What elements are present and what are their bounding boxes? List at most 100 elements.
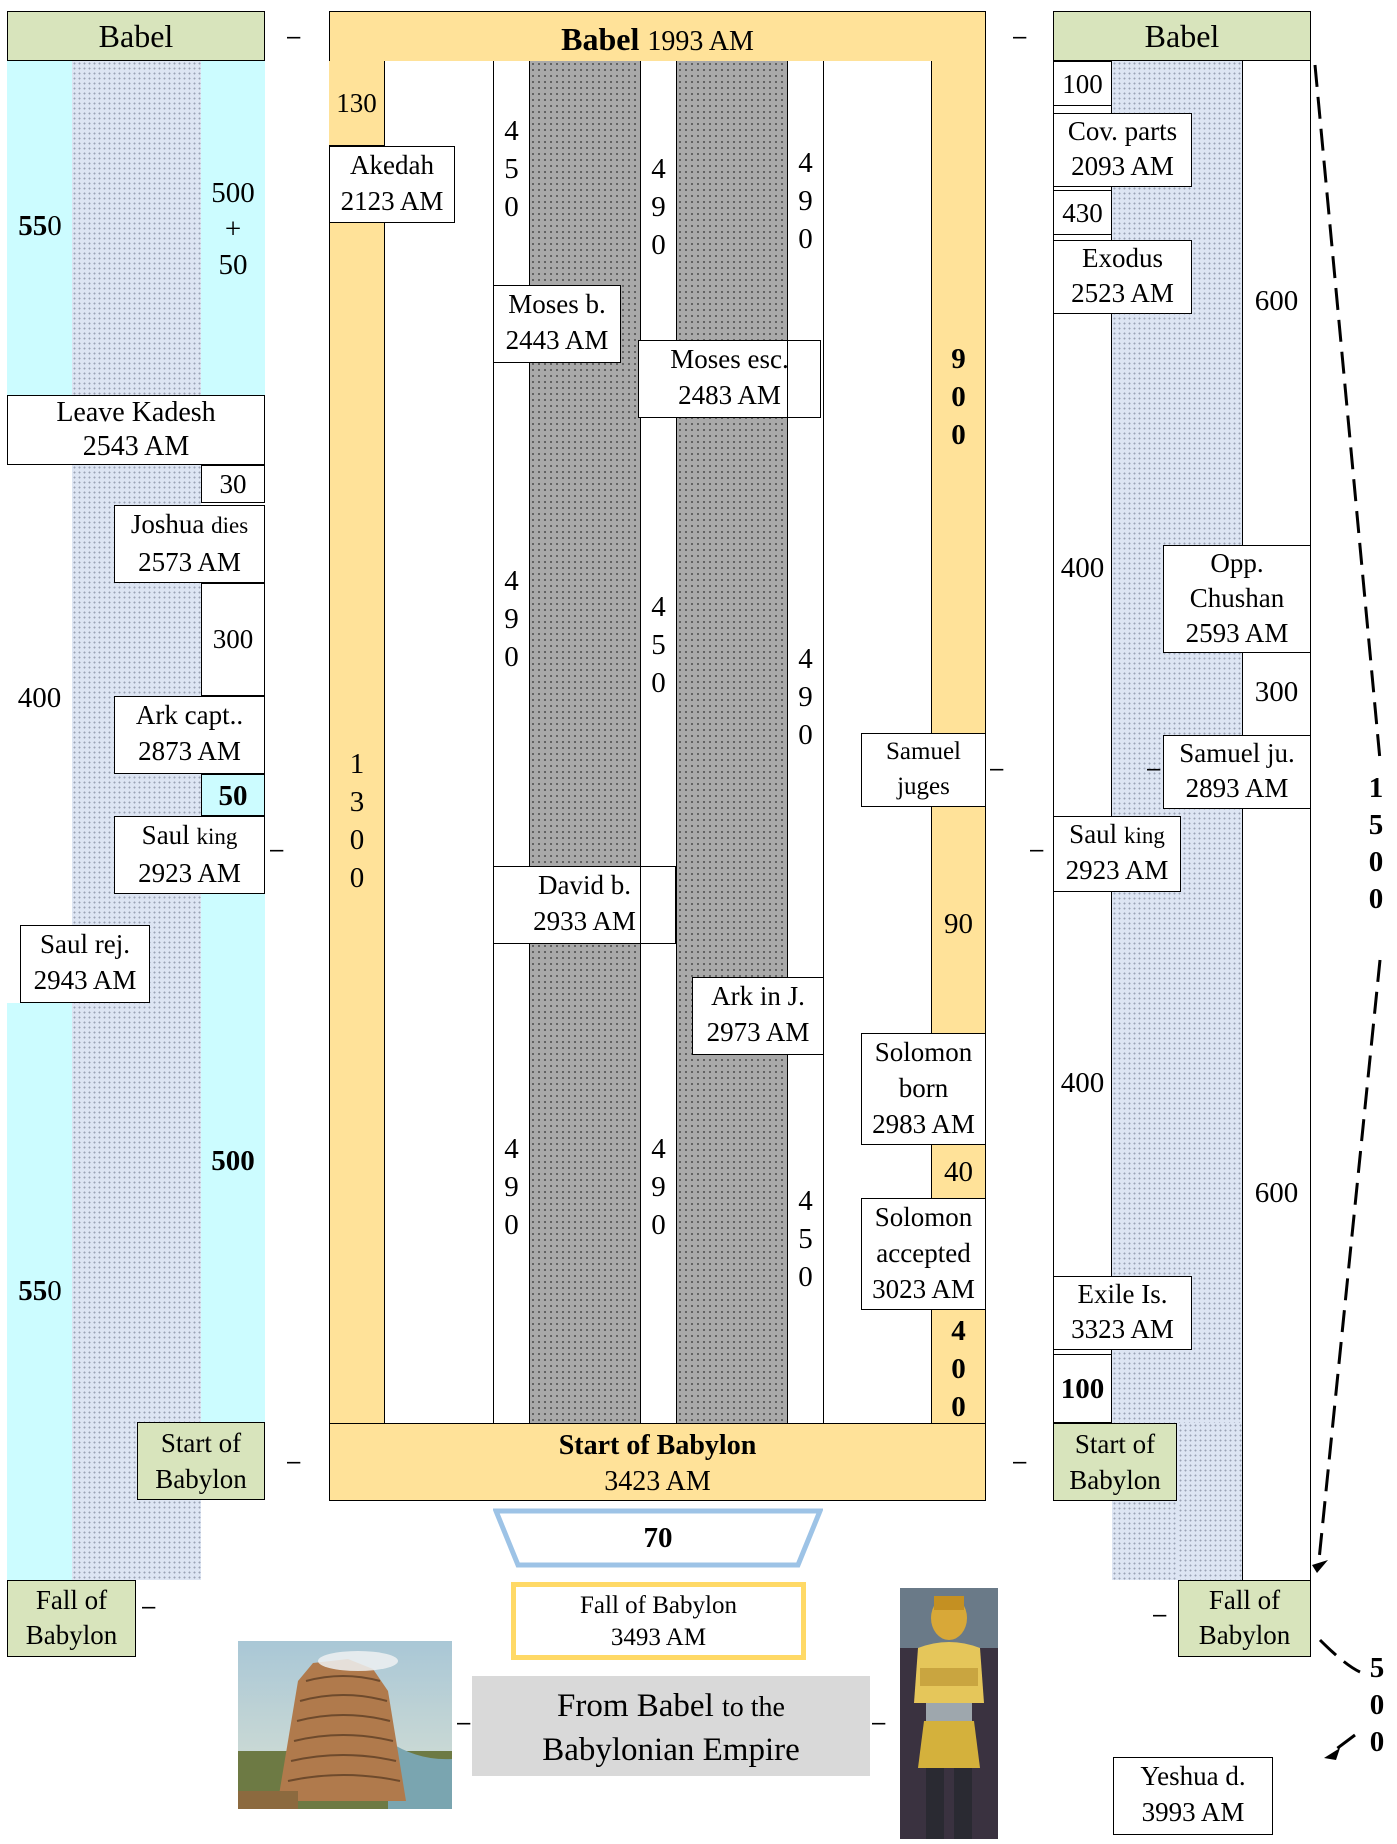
center-grey-col-1 [530, 61, 640, 1423]
arrow-dash-to-yeshua [1334, 1733, 1356, 1752]
chushan-label: Chushan [1189, 583, 1285, 613]
center-moses-b: Moses b. 2443 AM [493, 285, 621, 363]
center-ark-in-j: Ark in J. 2973 AM [692, 977, 824, 1055]
akedah-year: 2123 AM [340, 186, 444, 216]
right-600-top: 600 [1254, 285, 1299, 317]
center-footer-year: 3423 AM [604, 1466, 711, 1497]
tick-center-samuel: – [990, 755, 1004, 782]
left-30: 30 [201, 465, 265, 503]
arrow-dash-upper [1313, 64, 1382, 761]
center-moses-esc: Moses esc. 2483 AM [638, 340, 821, 418]
tick-left-start: – [287, 1448, 301, 1475]
ark-in-j-year: 2973 AM [706, 1017, 810, 1047]
center-samuel-juges: Samuel juges [861, 733, 986, 807]
col2-bot-d3: 0 [651, 1209, 666, 1241]
statue-svg [900, 1588, 998, 1839]
exodus-year: 2523 AM [1071, 278, 1174, 308]
left-550-bot: 550 [10, 1275, 70, 1307]
arrow-dash-lower [1317, 959, 1382, 1561]
center-grey-col-2 [677, 61, 787, 1423]
opp-label: Opp. [1210, 548, 1264, 578]
left-joshua-dies: Joshua dies 2573 AM [114, 505, 265, 583]
right-fall-babylon: Fall of Babylon [1178, 1580, 1311, 1657]
right-header-label: Babel [1144, 18, 1220, 54]
left-500-label: 500 [211, 177, 255, 209]
right-500: 5 0 0 [1360, 1650, 1394, 1761]
tick-caption-left: – [457, 1709, 471, 1736]
col1-bot-d3: 0 [504, 1209, 519, 1241]
right-100-top: 100 [1053, 61, 1112, 106]
center-header-babel: Babel [561, 21, 640, 57]
leave-kadesh-label: Leave Kadesh [56, 397, 216, 428]
n1500-d1: 1 [1368, 772, 1384, 804]
tick-right-saul: – [1030, 836, 1044, 863]
center-left-strip [329, 61, 385, 1423]
solomon-accepted-label-2: accepted [876, 1238, 971, 1268]
left-550-top-rest: 0 [47, 210, 62, 242]
left-500-plus-50: 500 + 50 [201, 175, 265, 283]
col2-top-d3: 0 [651, 229, 666, 261]
left-start-babylon-label: Babylon [155, 1464, 247, 1494]
left-550-bot-bold: 55 [18, 1275, 48, 1307]
col2-bot-d1: 4 [651, 1133, 666, 1165]
n1300-d3: 0 [349, 824, 365, 856]
solomon-born-label: Solomon [874, 1037, 973, 1067]
tick-right-start: – [1013, 1448, 1027, 1475]
col1-mid-490: 4 9 0 [493, 562, 530, 676]
center-fall-label: Fall of Babylon [580, 1592, 737, 1619]
right-600-bot: 600 [1254, 1177, 1299, 1209]
left-leave-kadesh: Leave Kadesh 2543 AM [7, 395, 265, 465]
left-plus-label: + [224, 213, 242, 245]
caption-box: From Babel to the Babylonian Empire [472, 1676, 870, 1776]
joshua-year: 2573 AM [138, 547, 241, 577]
n900-d2: 0 [951, 381, 966, 413]
col1-bot-490: 4 9 0 [493, 1130, 530, 1244]
left-550-bot-rest: 0 [47, 1275, 62, 1307]
right-start-babylon: Start of Babylon [1053, 1423, 1177, 1501]
center-inner [385, 61, 931, 1423]
solomon-born-year: 2983 AM [872, 1109, 975, 1139]
right-exile-is: Exile Is. 3323 AM [1053, 1276, 1192, 1350]
center-130: 130 [329, 61, 385, 146]
n1500-d3: 0 [1368, 846, 1384, 878]
right-header: Babel [1053, 11, 1311, 61]
left-400: 400 [17, 682, 62, 714]
n1500-d4: 0 [1368, 883, 1384, 915]
exile-label: Exile Is. [1077, 1279, 1168, 1309]
n500-d2: 0 [1369, 1689, 1385, 1721]
col3-mid-d3: 0 [798, 719, 813, 751]
right-saul-king: Saul king 2923 AM [1053, 816, 1181, 892]
left-cyan-bot-right [201, 894, 265, 1422]
center-footer-label: Start of Babylon [558, 1430, 757, 1461]
left-fall-label: Fall of [35, 1585, 108, 1615]
yeshua-year: 3993 AM [1141, 1797, 1245, 1827]
leave-kadesh-year: 2543 AM [82, 431, 190, 462]
solomon-born-label-2: born [898, 1073, 949, 1103]
saul-label: Saul [141, 820, 190, 850]
col2-bot-d2: 9 [651, 1171, 666, 1203]
left-300: 300 [201, 583, 265, 696]
left-fall-babylon: Fall of Babylon [7, 1580, 136, 1657]
left-white-mid [7, 465, 72, 993]
n500-d1: 5 [1369, 1652, 1385, 1684]
center-fall-babylon: Fall of Babylon 3493 AM [511, 1582, 806, 1660]
samuel-juges-label: Samuel [886, 738, 961, 765]
left-cyan-top-left [7, 61, 72, 395]
right-yeshua: Yeshua d. 3993 AM [1113, 1757, 1273, 1835]
david-b-year: 2933 AM [533, 906, 636, 936]
left-550-top-bold: 55 [18, 210, 48, 242]
col3-bot-d1: 4 [798, 1185, 813, 1217]
col1-mid-d2: 9 [504, 603, 519, 635]
n1300-d1: 1 [349, 748, 365, 780]
exile-year: 3323 AM [1071, 1314, 1174, 1344]
tower-of-babel-painting-icon [238, 1641, 452, 1809]
center-solomon-accepted: Solomon accepted 3023 AM [861, 1198, 986, 1310]
right-fall-label: Fall of [1208, 1585, 1281, 1615]
col3-mid-490: 4 9 0 [787, 640, 824, 754]
tick-left-saul: – [270, 836, 284, 863]
samuel-juges-label-2: juges [897, 773, 950, 800]
left-500: 500 [211, 1145, 255, 1177]
left-header: Babel [7, 11, 265, 61]
david-b-label: David b. [538, 870, 631, 900]
samuel-ju-label: Samuel ju. [1179, 738, 1295, 768]
